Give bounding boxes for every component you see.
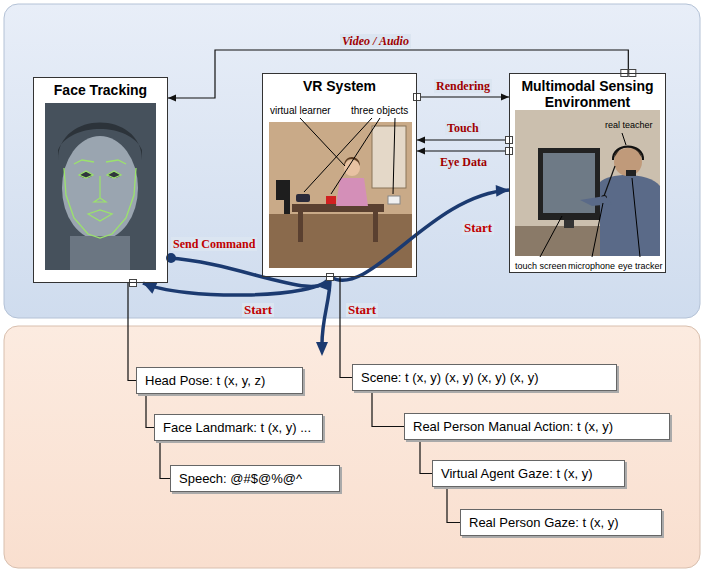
arrowhead: [143, 283, 157, 294]
system-box: Face Tracking: [33, 77, 168, 283]
connector: [447, 487, 460, 523]
data-label: Real Person Manual Action: t (x, y): [413, 419, 661, 434]
edge-label: Start: [462, 221, 494, 235]
connector-line: [417, 96, 509, 97]
sensing-photo: [515, 110, 660, 257]
data-stream-box: Speech: @#$@%@^: [170, 465, 340, 492]
system-box: VR System virtual learner three objects: [262, 73, 417, 277]
connector: [417, 147, 509, 154]
data-label: Face Landmark: t (x, y) ...: [163, 420, 314, 435]
connector: [166, 253, 331, 291]
connector-line: [146, 394, 154, 428]
port: [327, 274, 334, 281]
image-label: real teacher: [605, 120, 653, 131]
box-title: Face Tracking: [38, 82, 163, 98]
data-label: Head Pose: t (x, y, z): [145, 373, 294, 388]
connector: [340, 277, 352, 378]
connector-line: [417, 139, 509, 140]
start-arrow: [316, 280, 330, 356]
connector: [128, 283, 136, 381]
data-panel: [4, 326, 700, 568]
arrowhead: [417, 136, 425, 143]
connector-line: [372, 391, 404, 427]
connector-line: [417, 150, 509, 151]
data-stream-box: Face Landmark: t (x, y) ...: [154, 414, 323, 441]
data-stream-box: Scene: t (x, y) (x, y) (x, y) (x, y): [352, 364, 617, 391]
data-label: Scene: t (x, y) (x, y) (x, y) (x, y): [361, 370, 608, 385]
data-stream-box: Real Person Gaze: t (x, y): [460, 509, 662, 536]
data-label: Virtual Agent Gaze: t (x, y): [441, 466, 616, 481]
system-panel: [4, 4, 700, 318]
image-label: virtual learner: [270, 105, 331, 116]
image-label: microphone: [568, 261, 615, 272]
connector: [417, 136, 509, 143]
image-label: three objects: [351, 105, 408, 116]
connector: [330, 185, 509, 280]
data-label: Real Person Gaze: t (x, y): [469, 515, 653, 530]
data-stream-box: Virtual Agent Gaze: t (x, y): [432, 460, 625, 487]
connector: [420, 440, 432, 474]
connector-line: [330, 190, 509, 280]
face-image: [45, 103, 156, 270]
connector: [417, 93, 509, 100]
connector-line: [128, 283, 136, 381]
edge-label: Eye Data: [438, 155, 489, 169]
connector: [146, 394, 154, 428]
connector: [143, 277, 330, 295]
connector: [372, 391, 404, 427]
connector-line: [168, 258, 330, 286]
edge-label: Start: [242, 303, 274, 317]
arrowhead: [168, 94, 176, 101]
connector-line: [420, 440, 432, 474]
image-label: eye tracker: [618, 261, 663, 272]
flow-label: Start: [346, 303, 378, 317]
port: [130, 280, 137, 287]
data-stream-box: Head Pose: t (x, y, z): [136, 367, 303, 394]
data-stream-box: Real Person Manual Action: t (x, y): [404, 413, 670, 440]
arrowhead: [496, 185, 509, 197]
connector-line: [160, 441, 170, 479]
box-title: VR System: [267, 78, 412, 94]
arrowhead: [417, 147, 425, 154]
box-title: Multimodal Sensing Environment: [514, 78, 661, 110]
connector-line: [447, 487, 460, 523]
system-box: Multimodal Sensing Environment real teach…: [509, 73, 666, 273]
edge-label: Rendering: [434, 79, 492, 93]
connector-line: [340, 277, 352, 378]
image-label: touch screen: [515, 261, 567, 272]
arrowhead: [501, 93, 509, 100]
vr-scene-image: [269, 118, 412, 268]
edge-label: Touch: [445, 121, 481, 135]
connector: [160, 441, 170, 479]
edge-label: Send Command: [171, 237, 257, 251]
connector-line: [143, 277, 330, 295]
data-label: Speech: @#$@%@^: [179, 471, 331, 486]
port: [414, 94, 421, 101]
edge-label: Video / Audio: [340, 34, 411, 48]
